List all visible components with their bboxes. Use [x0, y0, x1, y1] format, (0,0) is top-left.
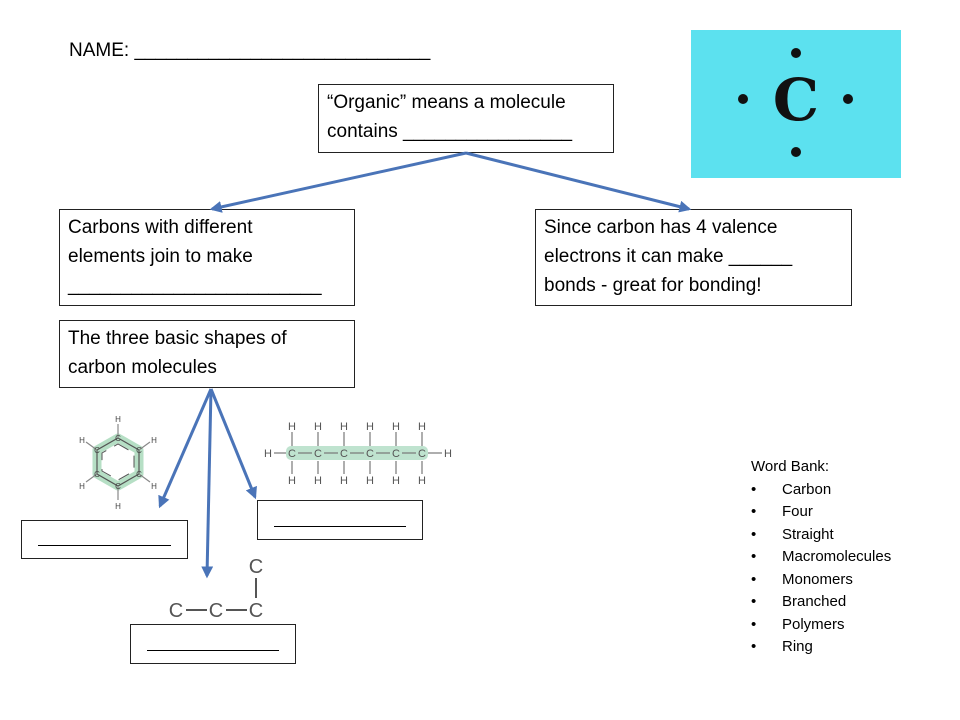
bullet-icon: • [751, 570, 757, 588]
organic-definition-box: “Organic” means a molecule contains ____… [318, 84, 614, 153]
word-bank-item: •Straight [751, 524, 891, 547]
arrow-to-straight-blank [209, 388, 257, 500]
basic-shapes-box: The three basic shapes of carbon molecul… [59, 320, 355, 388]
valence-electrons-box: Since carbon has 4 valence electrons it … [535, 209, 852, 306]
carbons-join-box: Carbons with different elements join to … [59, 209, 355, 306]
word-bank: Word Bank: •Carbon •Four •Straight •Macr… [751, 456, 891, 659]
carbons-box-line-3: ________________________ [68, 275, 322, 296]
word-bank-item: •Ring [751, 636, 891, 659]
valence-dot-right [843, 94, 853, 104]
arrow-to-branched-blank [201, 388, 214, 579]
word-bank-list: •Carbon •Four •Straight •Macromolecules … [751, 479, 891, 659]
word-bank-item: •Polymers [751, 614, 891, 637]
carbons-box-line-1: Carbons with different [68, 217, 253, 238]
name-field-label: NAME: ____________________________ [69, 40, 431, 61]
valence-dot-left [738, 94, 748, 104]
word-bank-item: •Macromolecules [751, 546, 891, 569]
organic-box-line-2: contains ________________ [327, 121, 573, 142]
ring-answer-blank[interactable] [21, 520, 188, 559]
bullet-icon: • [751, 525, 757, 543]
word-bank-item: •Branched [751, 591, 891, 614]
arrow-to-ring-blank [158, 388, 213, 509]
shapes-box-line-2: carbon molecules [68, 357, 217, 378]
bullet-icon: • [751, 480, 757, 498]
word-bank-title: Word Bank: [751, 458, 830, 475]
bullet-icon: • [751, 503, 757, 520]
bullet-icon: • [751, 638, 757, 655]
lewis-symbol: C [772, 66, 820, 134]
organic-box-line-1: “Organic” means a molecule [327, 92, 566, 113]
word-bank-item: •Monomers [751, 569, 891, 592]
arrow-to-carbons-box [209, 151, 467, 213]
word-bank-item: •Four [751, 501, 891, 524]
bullet-icon: • [751, 615, 757, 633]
shapes-box-line-1: The three basic shapes of [68, 328, 287, 349]
bullet-icon: • [751, 548, 757, 565]
word-bank-item: •Carbon [751, 479, 891, 502]
valence-dot-bottom [791, 147, 801, 157]
branched-answer-blank[interactable] [130, 624, 296, 664]
straight-answer-blank[interactable] [257, 500, 423, 540]
valence-box-line-2: electrons it can make ______ [544, 246, 793, 267]
valence-box-line-3: bonds - great for bonding! [544, 275, 762, 296]
carbon-lewis-dot-image: C [691, 30, 901, 178]
bullet-icon: • [751, 593, 757, 610]
valence-box-line-1: Since carbon has 4 valence [544, 217, 778, 238]
valence-dot-top [791, 48, 801, 58]
arrow-to-valence-box [465, 151, 692, 213]
carbons-box-line-2: elements join to make [68, 246, 253, 267]
